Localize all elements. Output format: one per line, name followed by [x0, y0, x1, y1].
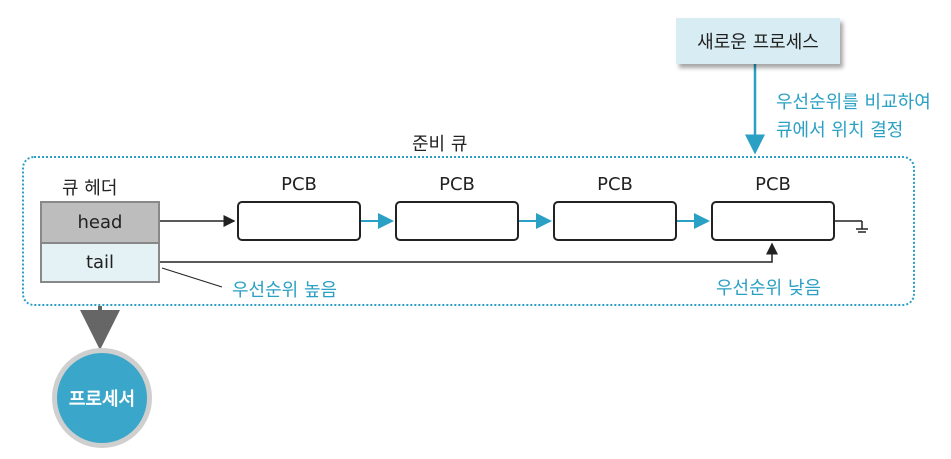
ready-queue-label: 준비 큐: [412, 134, 468, 155]
pcb-label: PCB: [755, 174, 791, 195]
head-cell: head: [42, 203, 158, 244]
pcb-label: PCB: [281, 174, 317, 195]
pcb-label: PCB: [597, 174, 633, 195]
ready-queue-frame: [22, 156, 915, 306]
queue-header-title: 큐 헤더: [62, 178, 118, 199]
processor-circle: 프로세서: [52, 348, 152, 448]
pcb-label: PCB: [439, 174, 475, 195]
compare-note-line1: 우선순위를 비교하여: [776, 92, 931, 113]
tail-cell: tail: [42, 244, 158, 281]
null-terminator-icon: [834, 220, 868, 233]
pcb-box: [237, 201, 361, 241]
pcb-box: [711, 201, 835, 241]
compare-note-line2: 큐에서 위치 결정: [776, 120, 904, 141]
pcb-box: [553, 201, 677, 241]
tail-to-pcb-arrow: [160, 242, 778, 263]
priority-high-label: 우선순위 높음: [232, 280, 338, 301]
priority-high-leader: [161, 267, 223, 288]
new-process-box: 새로운 프로세스: [676, 18, 840, 64]
priority-low-label: 우선순위 낮음: [716, 278, 822, 299]
queue-header: head tail: [40, 201, 160, 283]
pcb-box: [395, 201, 519, 241]
